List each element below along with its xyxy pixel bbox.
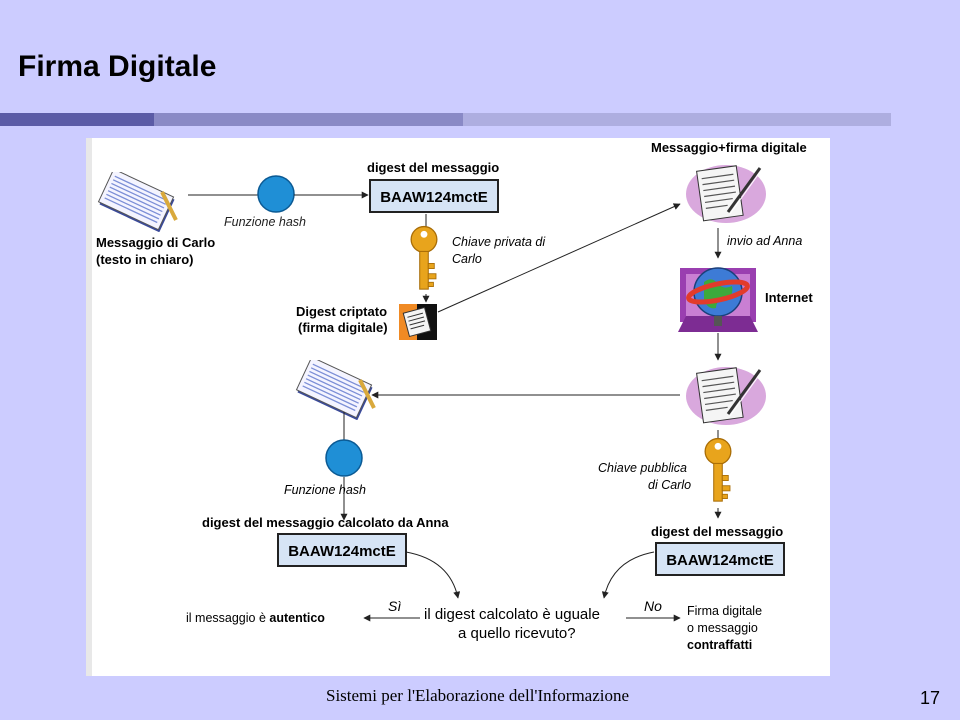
hash-circle-icon: [257, 175, 295, 213]
received-digest-title: digest del messaggio: [651, 524, 783, 539]
digital-signature-diagram: Messaggio di Carlo (testo in chiaro) Fun…: [95, 140, 813, 652]
hash-function-label-2: Funzione hash: [284, 483, 366, 497]
digest-value: BAAW124mctE: [380, 189, 488, 206]
key-icon: [704, 437, 732, 502]
page-number: 17: [920, 688, 941, 708]
computed-digest-box: [277, 533, 407, 567]
title-bar-mid: [154, 113, 463, 126]
diagram-panel: Messaggio di Carlo (testo in chiaro) Fun…: [86, 138, 830, 676]
key-icon: [410, 225, 438, 290]
sender-message-sublabel: (testo in chiaro): [96, 252, 194, 267]
title-bar-light: [463, 113, 891, 126]
public-key-label-2: di Carlo: [648, 478, 691, 492]
internet-label: Internet: [765, 290, 813, 305]
yes-label: Sì: [388, 598, 401, 614]
digest-box: [369, 179, 499, 213]
hash-function-label: Funzione hash: [224, 215, 306, 229]
title-bar-dark: [0, 113, 154, 126]
send-label: invio ad Anna: [727, 234, 802, 248]
question-line-1: il digest calcolato è uguale: [424, 606, 600, 623]
signed-document-icon: [684, 163, 768, 225]
private-key-label: Chiave privata di: [452, 235, 546, 249]
encrypted-digest-sublabel: (firma digitale): [298, 320, 388, 335]
public-key-label: Chiave pubblica: [598, 461, 687, 475]
slide-footer: Sistemi per l'Elaborazione dell'Informaz…: [326, 686, 630, 705]
forged-result-line-3: contraffatti: [687, 638, 752, 652]
forged-result-line-1: Firma digitale: [687, 604, 762, 618]
computed-digest-title: digest del messaggio calcolato da Anna: [202, 515, 449, 530]
authentic-result: il messaggio è autentico: [186, 611, 325, 625]
globe-icon: [678, 267, 758, 332]
received-document-icon: [293, 360, 376, 420]
panel-left-stripe: [86, 138, 92, 676]
question-line-2: a quello ricevuto?: [458, 625, 576, 642]
private-key-label-2: Carlo: [452, 252, 482, 266]
slide-title: Firma Digitale: [18, 50, 217, 83]
no-label: No: [644, 598, 662, 614]
received-digest-box: [655, 542, 785, 576]
document-icon: [95, 172, 178, 232]
encrypted-doc-icon: [399, 304, 437, 340]
computed-digest-value: BAAW124mctE: [288, 543, 396, 560]
digest-title: digest del messaggio: [367, 160, 499, 175]
sender-message-label: Messaggio di Carlo: [96, 235, 215, 250]
received-digest-value: BAAW124mctE: [666, 552, 774, 569]
encrypted-digest-label: Digest criptato: [296, 304, 387, 319]
forged-result-line-2: o messaggio: [687, 621, 758, 635]
hash-circle-icon: [325, 439, 363, 477]
received-signed-document-icon: [684, 365, 768, 427]
signed-message-label: Messaggio+firma digitale: [651, 140, 807, 155]
